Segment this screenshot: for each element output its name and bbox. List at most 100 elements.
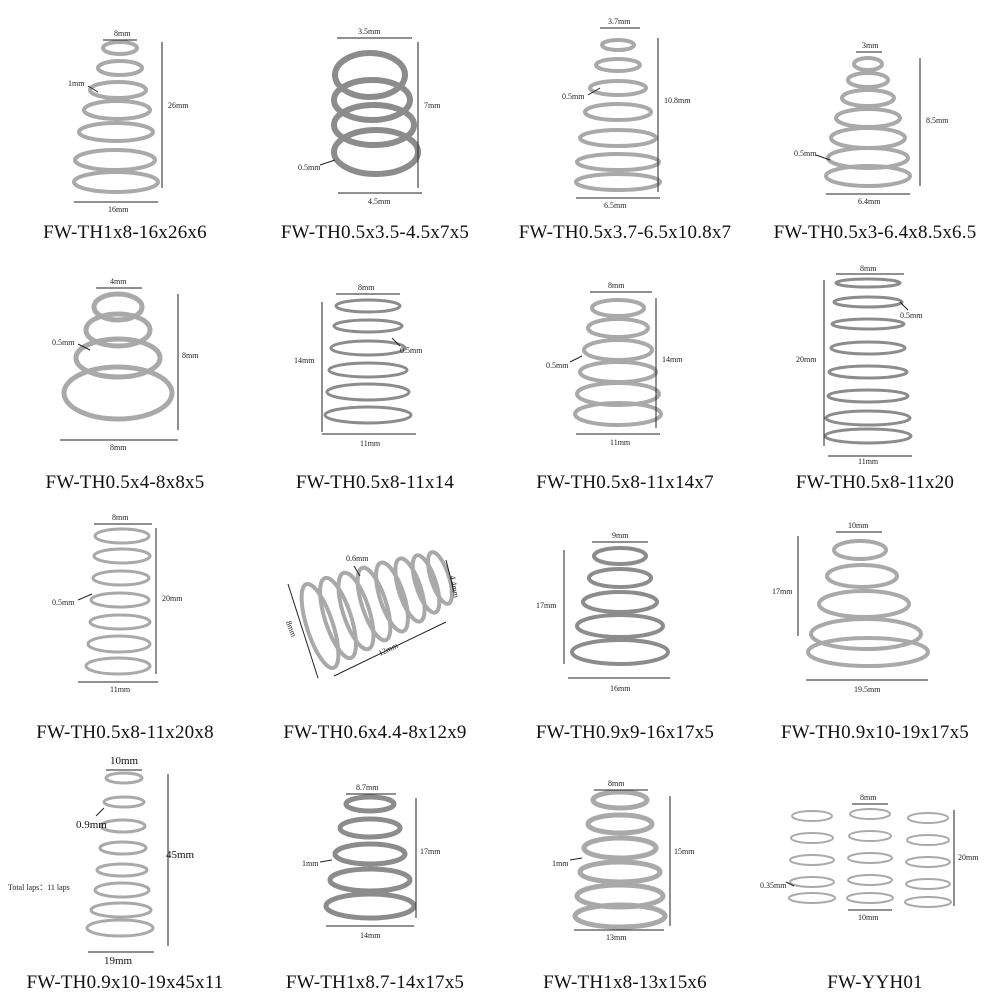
spring-image-16: 8mm 0.35mm 20mm 10mm (760, 793, 979, 922)
dim-label: 20mm (796, 355, 817, 364)
product-code: FW-TH0.9x10-19x45x11 (26, 972, 224, 993)
dim-label: 1mm (302, 859, 319, 868)
spring-image-1: 8mm 1mm 26mm 16mm (68, 29, 189, 214)
spring-card-10: 0.6mm 4.4mm 8mm 12mm FW-TH0.6x4.4-8x12x9 (250, 500, 500, 750)
dim-label: 13mm (606, 933, 627, 942)
dim-label: 1mm (68, 79, 85, 88)
dim-label: 10mm (848, 521, 869, 530)
spring-card-14: 8.7mm 1mm 17mm 14mm FW-TH1x8.7-14x17x5 (250, 750, 500, 1000)
spring-image-12: 10mm 17mm 19.5mm (772, 521, 930, 694)
spring-image-8: 8mm 0.5mm 20mm 11mm (796, 264, 923, 465)
product-code: FW-TH0.5x3.7-6.5x10.8x7 (518, 222, 732, 243)
dim-label: 0.5mm (900, 311, 923, 320)
dim-label: 0.5mm (794, 149, 817, 158)
dim-label: 11mm (610, 438, 631, 447)
dim-label: 20mm (162, 594, 183, 603)
spring-image-9: 8mm 0.5mm 20mm 11mm (52, 513, 183, 694)
spring-card-11: 9mm 17mm 16mm FW-TH0.9x9-16x17x5 (500, 500, 750, 750)
spring-image-15: 8mm 1mm 15mm 13mm (552, 779, 695, 942)
dim-label: 0.5mm (52, 598, 75, 607)
dim-label: 17mm (772, 587, 793, 596)
dim-label: 17mm (536, 601, 557, 610)
product-code: FW-TH0.5x4-8x8x5 (45, 472, 205, 493)
product-code: FW-TH0.5x8-11x14x7 (536, 472, 714, 493)
dim-label: 11mm (360, 439, 381, 448)
product-code: FW-TH0.5x8-11x20 (795, 472, 955, 493)
product-code: FW-TH0.6x4.4-8x12x9 (283, 722, 467, 743)
spring-card-13: 10mm 0.9mm 45mm Total laps：11 laps 19mm … (0, 750, 250, 1000)
dim-label: 4.4mm (448, 575, 461, 599)
dim-label: 0.6mm (346, 554, 369, 563)
spring-card-5: 4mm 0.5mm 8mm 8mm FW-TH0.5x4-8x8x5 (0, 250, 250, 500)
dim-label: 8mm (112, 513, 129, 522)
dim-label: 10mm (858, 913, 879, 922)
dim-label: 0.5mm (400, 346, 423, 355)
spring-card-3: 3.7mm 0.5mm 10.8mm 6.5mm FW-TH0.5x3.7-6.… (500, 0, 750, 250)
product-code: FW-TH0.5x3-6.4x8.5x6.5 (773, 222, 977, 243)
dim-label: 8mm (110, 443, 127, 452)
dim-label: 3mm (862, 41, 879, 50)
dim-label: 16mm (610, 684, 631, 693)
dim-label: 3.7mm (608, 17, 631, 26)
spring-image-4: 3mm 8.5mm 0.5mm 6.4mm (794, 41, 949, 206)
dim-label: 6.4mm (858, 197, 881, 206)
spring-image-3: 3.7mm 0.5mm 10.8mm 6.5mm (562, 17, 691, 210)
dim-label: 45mm (166, 849, 195, 861)
product-code: FW-TH0.9x9-16x17x5 (535, 722, 715, 743)
product-code: FW-TH1x8.7-14x17x5 (285, 972, 465, 993)
dim-label: 11mm (110, 685, 131, 694)
dim-label: 8mm (114, 29, 131, 38)
dim-label: 8.5mm (926, 116, 949, 125)
spring-image-10: 0.6mm 4.4mm 8mm 12mm (284, 550, 461, 679)
spring-image-6: 8mm 14mm 0.5mm 11mm (294, 283, 423, 448)
dim-label: 12mm (377, 641, 400, 658)
dim-label: 8mm (358, 283, 375, 292)
dim-label: 16mm (108, 205, 129, 214)
dim-label: 14mm (360, 931, 381, 940)
dim-label: 15mm (674, 847, 695, 856)
spring-card-2: 3.5mm 7mm 0.5mm 4.5mm FW-TH0.5x3.5-4.5x7… (250, 0, 500, 250)
dim-label: 10mm (110, 755, 139, 767)
spring-card-7: 8mm 0.5mm 14mm 11mm FW-TH0.5x8-11x14x7 (500, 250, 750, 500)
dim-label: 8mm (284, 620, 298, 639)
dim-label: 0.5mm (52, 338, 75, 347)
dim-label: 10.8mm (664, 96, 691, 105)
spring-card-15: 8mm 1mm 15mm 13mm FW-TH1x8-13x15x6 (500, 750, 750, 1000)
spring-image-14: 8.7mm 1mm 17mm 14mm (302, 783, 441, 940)
dim-label: 4.5mm (368, 197, 391, 206)
dim-label: 14mm (662, 355, 683, 364)
spring-image-13: 10mm 0.9mm 45mm Total laps：11 laps 19mm (8, 755, 195, 965)
product-code: FW-TH1x8-13x15x6 (543, 972, 707, 993)
spring-card-1: 8mm 1mm 26mm 16mm FW-TH1x8-16x26x6 (0, 0, 250, 250)
dim-label: 0.5mm (298, 163, 321, 172)
spring-card-6: 8mm 14mm 0.5mm 11mm FW-TH0.5x8-11x14 (250, 250, 500, 500)
dim-label: 0.5mm (546, 361, 569, 370)
spring-image-11: 9mm 17mm 16mm (536, 531, 670, 693)
dim-label: 26mm (168, 101, 189, 110)
spring-card-8: 8mm 0.5mm 20mm 11mm FW-TH0.5x8-11x20 (750, 250, 1000, 500)
dim-label: 7mm (424, 101, 441, 110)
dim-label: 0.9mm (76, 819, 107, 831)
spring-image-5: 4mm 0.5mm 8mm 8mm (52, 277, 199, 452)
dim-label: 17mm (420, 847, 441, 856)
spring-card-9: 8mm 0.5mm 20mm 11mm FW-TH0.5x8-11x20x8 (0, 500, 250, 750)
dim-label: 8mm (860, 264, 877, 273)
dim-label: 6.5mm (604, 201, 627, 210)
dim-label: 8mm (608, 779, 625, 788)
dim-label: 4mm (110, 277, 127, 286)
dim-label: 0.35mm (760, 881, 787, 890)
product-code: FW-TH0.9x10-19x17x5 (781, 722, 969, 743)
spring-image-7: 8mm 0.5mm 14mm 11mm (546, 281, 683, 447)
product-code: FW-YYH01 (827, 972, 923, 993)
spring-card-16: 8mm 0.35mm 20mm 10mm FW-YYH01 (750, 750, 1000, 1000)
dim-label: 19mm (104, 955, 133, 965)
dim-label: 8.7mm (356, 783, 379, 792)
dim-label: 9mm (612, 531, 629, 540)
spring-card-4: 3mm 8.5mm 0.5mm 6.4mm FW-TH0.5x3-6.4x8.5… (750, 0, 1000, 250)
dim-label: 0.5mm (562, 92, 585, 101)
dim-label: 8mm (860, 793, 877, 802)
spring-card-12: 10mm 17mm 19.5mm FW-TH0.9x10-19x17x5 (750, 500, 1000, 750)
dim-label: Total laps：11 laps (8, 883, 70, 892)
spring-image-2: 3.5mm 7mm 0.5mm 4.5mm (298, 27, 441, 206)
dim-label: 8mm (182, 351, 199, 360)
